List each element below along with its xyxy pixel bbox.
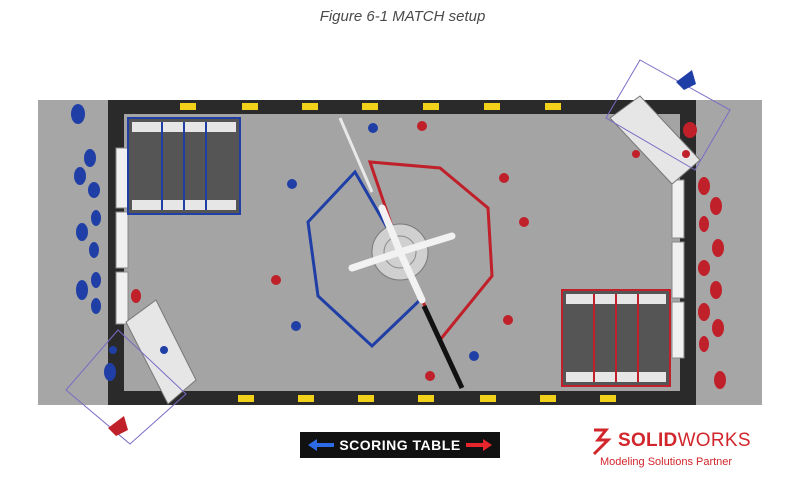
left-wall-panels [115, 147, 129, 325]
red-spectators [131, 122, 726, 389]
blue-balls [109, 123, 479, 361]
logo-tagline: Modeling Solutions Partner [600, 456, 733, 468]
top-wall-markers [180, 103, 561, 110]
bottom-wall-markers [238, 395, 616, 402]
logo-brand-rest: WORKS [677, 430, 751, 451]
blue-spectators [71, 104, 116, 381]
logo-brand-bold: SOLID [618, 430, 678, 451]
top-right-corner-ramp [605, 59, 731, 185]
solidworks-logo: SOLIDWORKS Modeling Solutions Partner [588, 426, 758, 476]
solidworks-logo-icon [592, 428, 612, 456]
scoring-table-text: SCORING TABLE [339, 437, 461, 453]
scoring-table-label: SCORING TABLE [300, 432, 500, 458]
left-arrow-icon [308, 439, 334, 451]
red-goal-zone [561, 289, 671, 387]
red-balls [271, 121, 690, 381]
right-wall-panels [671, 179, 685, 359]
right-arrow-icon [466, 439, 492, 451]
figure-caption: Figure 6-1 MATCH setup [319, 8, 486, 25]
driver-station-icon [676, 70, 696, 90]
driver-station-icon [108, 416, 128, 436]
pole-top [338, 117, 374, 193]
blue-goal-zone [127, 117, 241, 215]
center-arms [348, 204, 456, 304]
logo-brand: SOLIDWORKS [618, 430, 751, 452]
pole-bottom [421, 304, 465, 390]
